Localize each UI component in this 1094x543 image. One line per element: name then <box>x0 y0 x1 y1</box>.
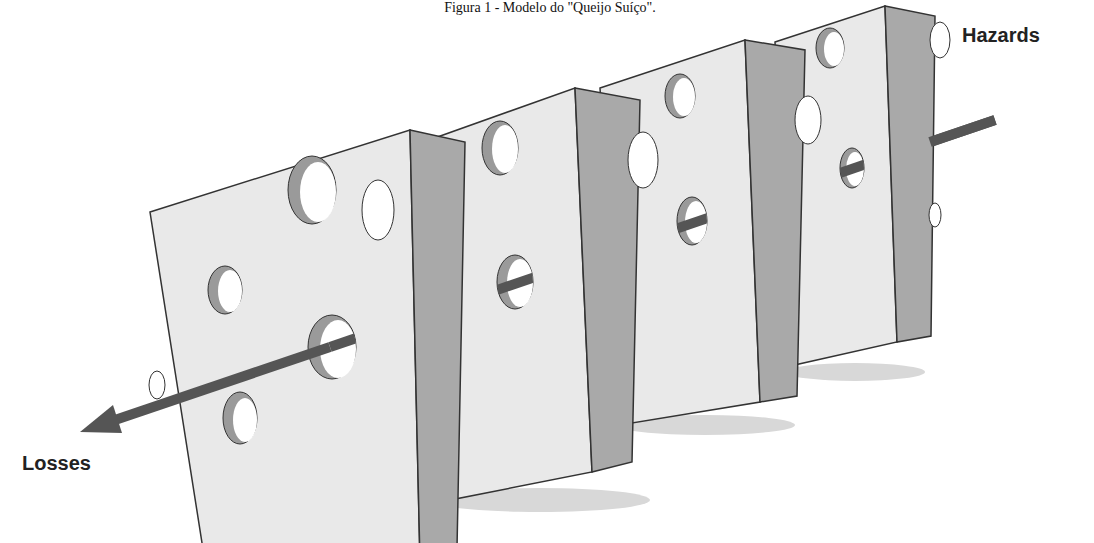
cheese-slice <box>149 130 490 543</box>
loss-arrow <box>115 347 330 420</box>
callout-label: Losses <box>22 452 91 475</box>
callout-label: Hazards <box>962 24 1040 47</box>
figure-caption: Figura 1 - Modelo do "Queijo Suíço". <box>441 0 659 16</box>
arrow-head <box>80 405 122 433</box>
